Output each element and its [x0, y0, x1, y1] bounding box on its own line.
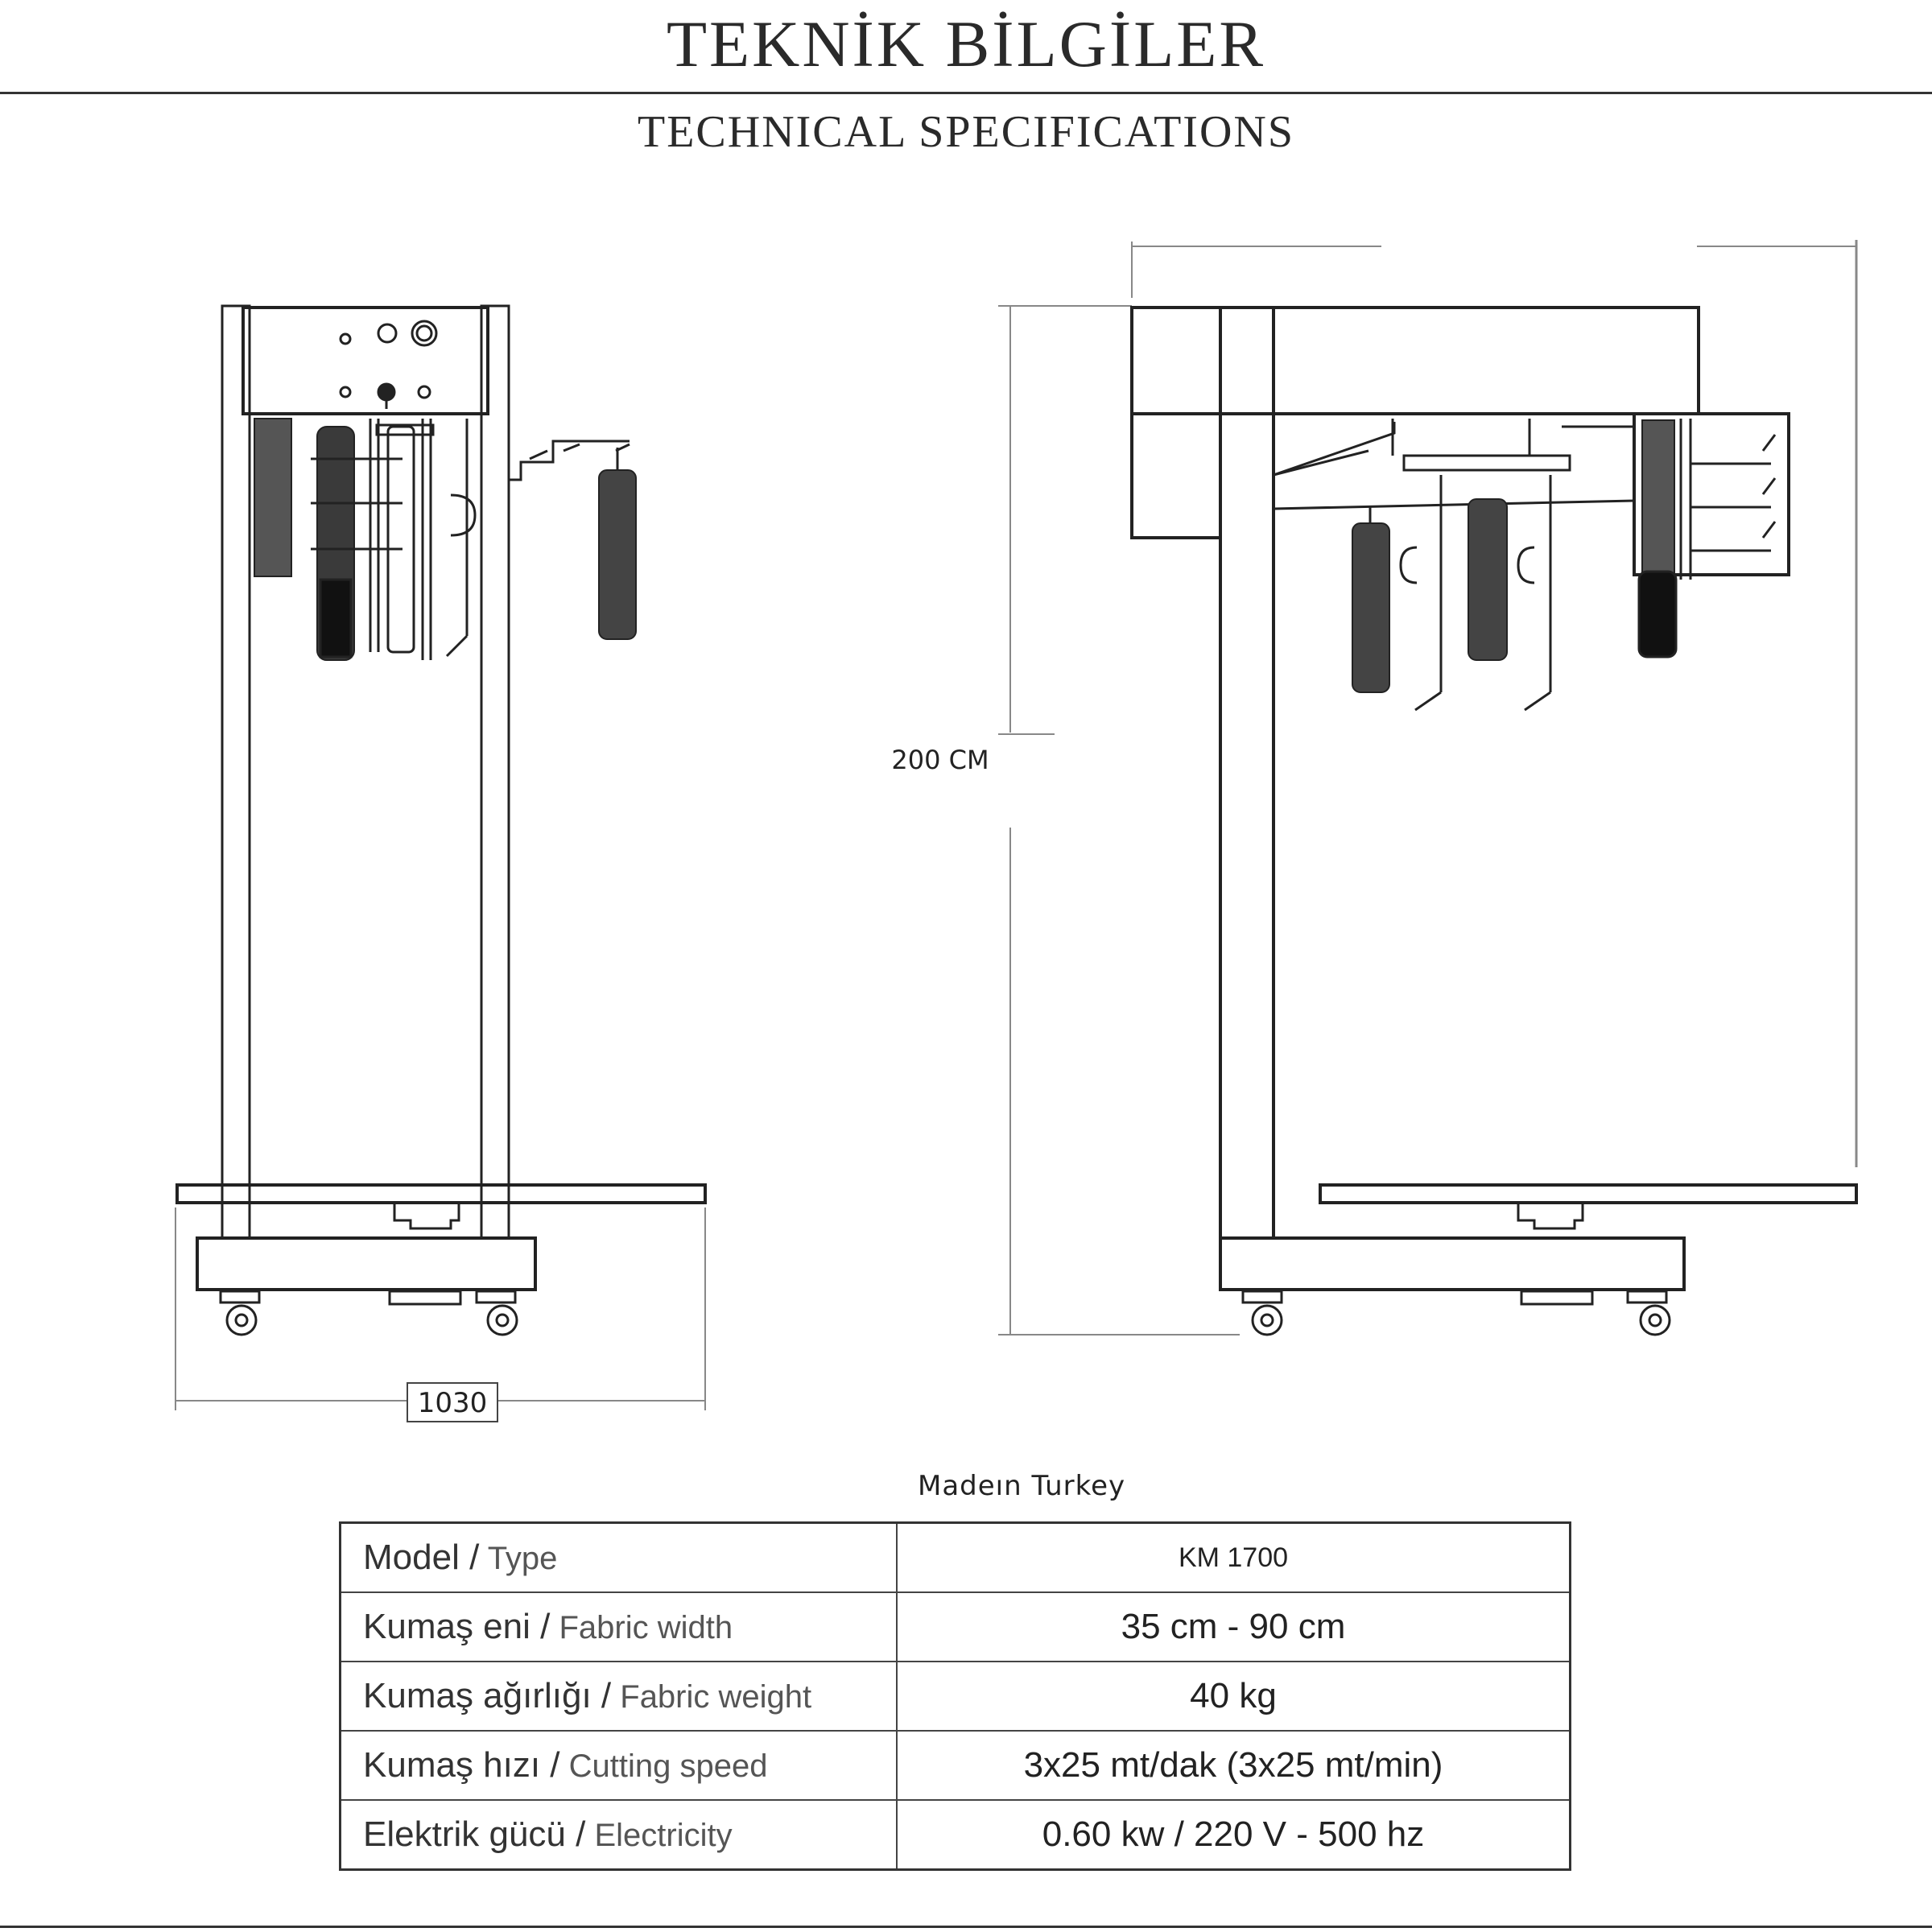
spec-label: Model / Type [339, 1521, 898, 1593]
spec-value: 0.60 kw / 220 V - 500 hz [896, 1799, 1571, 1871]
height-dimension-label: 200 CM [891, 745, 989, 775]
page-subtitle: TECHNICAL SPECIFICATIONS [638, 107, 1294, 157]
spec-value: 3x25 mt/dak (3x25 mt/min) [896, 1730, 1571, 1801]
made-in-label: Madeın Turkey [918, 1470, 1126, 1502]
spec-label: Elektrik gücü / Electricity [339, 1799, 898, 1871]
machine-drawing: 1030 200 CM [175, 240, 1858, 1422]
title-divider [0, 92, 1932, 94]
spec-value: 40 kg [896, 1661, 1571, 1732]
spec-value: 35 cm - 90 cm [896, 1591, 1571, 1662]
table-row: Kumaş eni / Fabric width 35 cm - 90 cm [339, 1591, 1571, 1662]
table-row: Model / Type KM 1700 [339, 1521, 1571, 1593]
footer-divider [0, 1926, 1932, 1928]
table-row: Kumaş ağırlığı / Fabric weight 40 kg [339, 1661, 1571, 1732]
spec-value: KM 1700 [896, 1521, 1571, 1593]
front-view [175, 304, 707, 1422]
spec-label: Kumaş hızı / Cutting speed [339, 1730, 898, 1801]
spec-table: Model / Type KM 1700 Kumaş eni / Fabric … [339, 1521, 1571, 1871]
table-row: Kumaş hızı / Cutting speed 3x25 mt/dak (… [339, 1730, 1571, 1801]
side-view [998, 240, 1858, 1336]
width-dimension-label: 1030 [418, 1387, 488, 1419]
spec-label: Kumaş ağırlığı / Fabric weight [339, 1661, 898, 1732]
table-row: Elektrik gücü / Electricity 0.60 kw / 22… [339, 1799, 1571, 1871]
page-title: TEKNİK BİLGİLER [666, 7, 1266, 80]
spec-label: Kumaş eni / Fabric width [339, 1591, 898, 1662]
